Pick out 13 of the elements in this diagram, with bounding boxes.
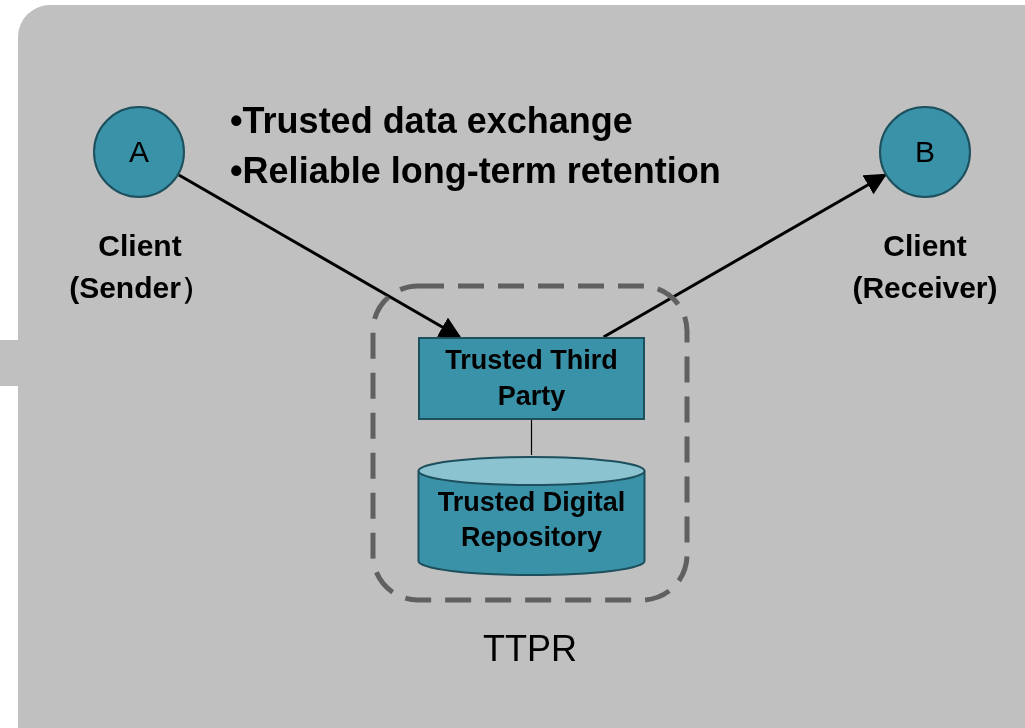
- node-label: Trusted Digital Repository: [436, 486, 627, 555]
- group-label: TTPR: [482, 628, 578, 670]
- arrow: [602, 173, 888, 339]
- process-box: [418, 337, 645, 420]
- node-caption: Client (Receiver): [851, 228, 999, 306]
- arrow: [178, 173, 462, 339]
- bullet-text: •Reliable long-term retention: [230, 150, 721, 192]
- connector-line: [530, 419, 533, 456]
- node-letter: B: [915, 135, 935, 169]
- node-caption: Client (Sender）: [68, 228, 212, 306]
- bullet-text: •Trusted data exchange: [230, 100, 633, 142]
- node-letter: A: [129, 135, 149, 169]
- node-label: Trusted Third Party: [444, 344, 619, 413]
